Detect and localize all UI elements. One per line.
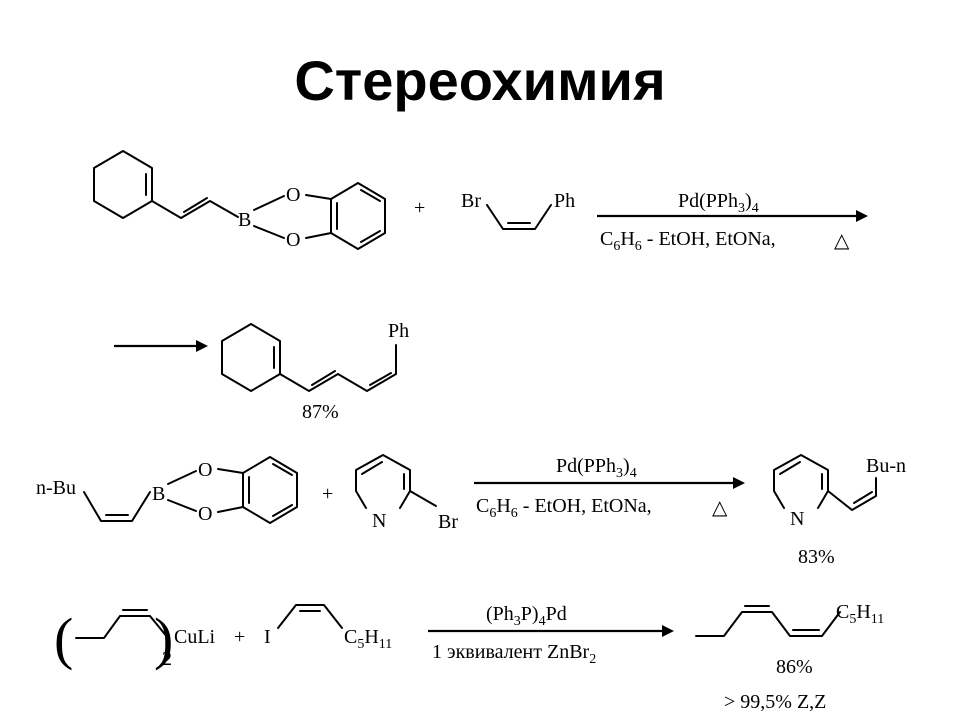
conditions-label-3: 1 эквивалент ZnBr2 — [432, 641, 596, 667]
b-o-bond-top — [253, 195, 285, 211]
product-pentyl-label: C5H11 — [836, 601, 884, 627]
stereoselectivity-label: > 99,5% Z,Z — [724, 691, 826, 713]
slide-title: Стереохимия — [294, 49, 666, 112]
conditions-label-2: C6H6 - EtOH, EtONa, — [476, 495, 652, 521]
benzene2-double-3 — [272, 504, 293, 517]
product-vinyl-chain — [827, 477, 877, 511]
o-c-bond-bottom-2 — [217, 506, 244, 513]
benzene-ring — [330, 182, 386, 250]
product-vinyl-double — [853, 491, 873, 504]
cuprate-count: 2 — [162, 648, 172, 670]
product-cis-double — [369, 372, 392, 386]
benzene-ring-2 — [242, 456, 298, 524]
arrow-head-2 — [733, 477, 745, 489]
plus-sign-3: + — [234, 626, 245, 648]
close-parenthesis: ) — [154, 606, 173, 671]
pyridine-double-1 — [361, 461, 383, 475]
reaction-1: B O O + Br Ph Pd(PPh3)4 C6H6 - EtOH, EtO… — [93, 150, 868, 423]
b-o-bond-bottom — [253, 225, 285, 239]
n-butyl-label: n-Bu — [36, 477, 76, 499]
pyridine-n-label: N — [372, 510, 386, 532]
oxygen-bottom-label-2: O — [198, 503, 212, 525]
product-pyridine-double-1 — [779, 461, 801, 475]
cis-butenyl-chain — [83, 491, 151, 522]
cis-alkene — [486, 204, 552, 230]
open-parenthesis: ( — [54, 606, 73, 671]
heat-delta-2: △ — [712, 497, 728, 519]
oxygen-bottom-label: O — [286, 229, 300, 251]
benzene2-double-2 — [272, 463, 293, 476]
benzene-double-3 — [360, 230, 381, 243]
product-phenyl-label: Ph — [388, 320, 409, 342]
o-c-bond-top — [305, 194, 332, 200]
yield-2: 83% — [798, 546, 835, 568]
oxygen-top-label: O — [286, 184, 300, 206]
bromine-label-2: Br — [438, 511, 458, 533]
product-n-butyl-label: Bu-n — [866, 455, 906, 477]
yield-3: 86% — [776, 656, 813, 678]
o-c-bond-top-2 — [217, 468, 244, 474]
yield-1: 87% — [302, 401, 339, 423]
boron-label-2: B — [152, 483, 165, 505]
boron-label: B — [238, 209, 251, 231]
cuprate-alkenyl-chain — [75, 615, 169, 639]
pentyl-label: C5H11 — [344, 626, 392, 652]
phenyl-label: Ph — [554, 190, 575, 212]
plus-sign-2: + — [322, 483, 333, 505]
arrow-head-3 — [662, 625, 674, 637]
vinyl-chain — [151, 200, 239, 219]
continuation-arrow-head — [196, 340, 208, 352]
reaction-2: n-Bu B O O + N Br Pd(PPh3)4 C6H6 - EtOH,… — [36, 454, 906, 568]
product-cyclohexene-ring — [221, 323, 281, 392]
b-o-bond-bottom-2 — [167, 499, 197, 512]
product-trans-double — [311, 370, 336, 386]
benzene-double-2 — [360, 189, 381, 202]
plus-sign-1: + — [414, 197, 425, 219]
product-pyridine-ring — [773, 454, 829, 509]
catalyst-label-1: Pd(PPh3)4 — [678, 190, 759, 216]
c-br-bond — [409, 490, 437, 507]
catalyst-label-2: Pd(PPh3)4 — [556, 455, 637, 481]
vinyl-double-bond — [183, 197, 208, 213]
arrow-head-1 — [856, 210, 868, 222]
bromine-label: Br — [461, 190, 481, 212]
cyclohexene-ring — [93, 150, 153, 219]
product-diene-chain — [279, 344, 397, 392]
b-o-bond-top-2 — [167, 470, 197, 485]
product-pyridine-n-label: N — [790, 508, 804, 530]
heat-delta-1: △ — [834, 230, 850, 252]
cuprate-label: CuLi — [174, 626, 216, 648]
iodine-label: I — [264, 626, 271, 648]
catalyst-label-3: (Ph3P)4Pd — [486, 603, 567, 629]
o-c-bond-bottom — [305, 232, 332, 239]
reaction-3: ( ) CuLi 2 + I C5H11 (Ph3P)4Pd 1 эквивал… — [54, 601, 884, 713]
cis-iodoalkene — [277, 604, 343, 629]
product-diene-chain-3 — [695, 611, 841, 637]
oxygen-top-label-2: O — [198, 459, 212, 481]
conditions-label-1: C6H6 - EtOH, EtONa, — [600, 228, 776, 254]
pyridine-ring — [355, 454, 411, 509]
